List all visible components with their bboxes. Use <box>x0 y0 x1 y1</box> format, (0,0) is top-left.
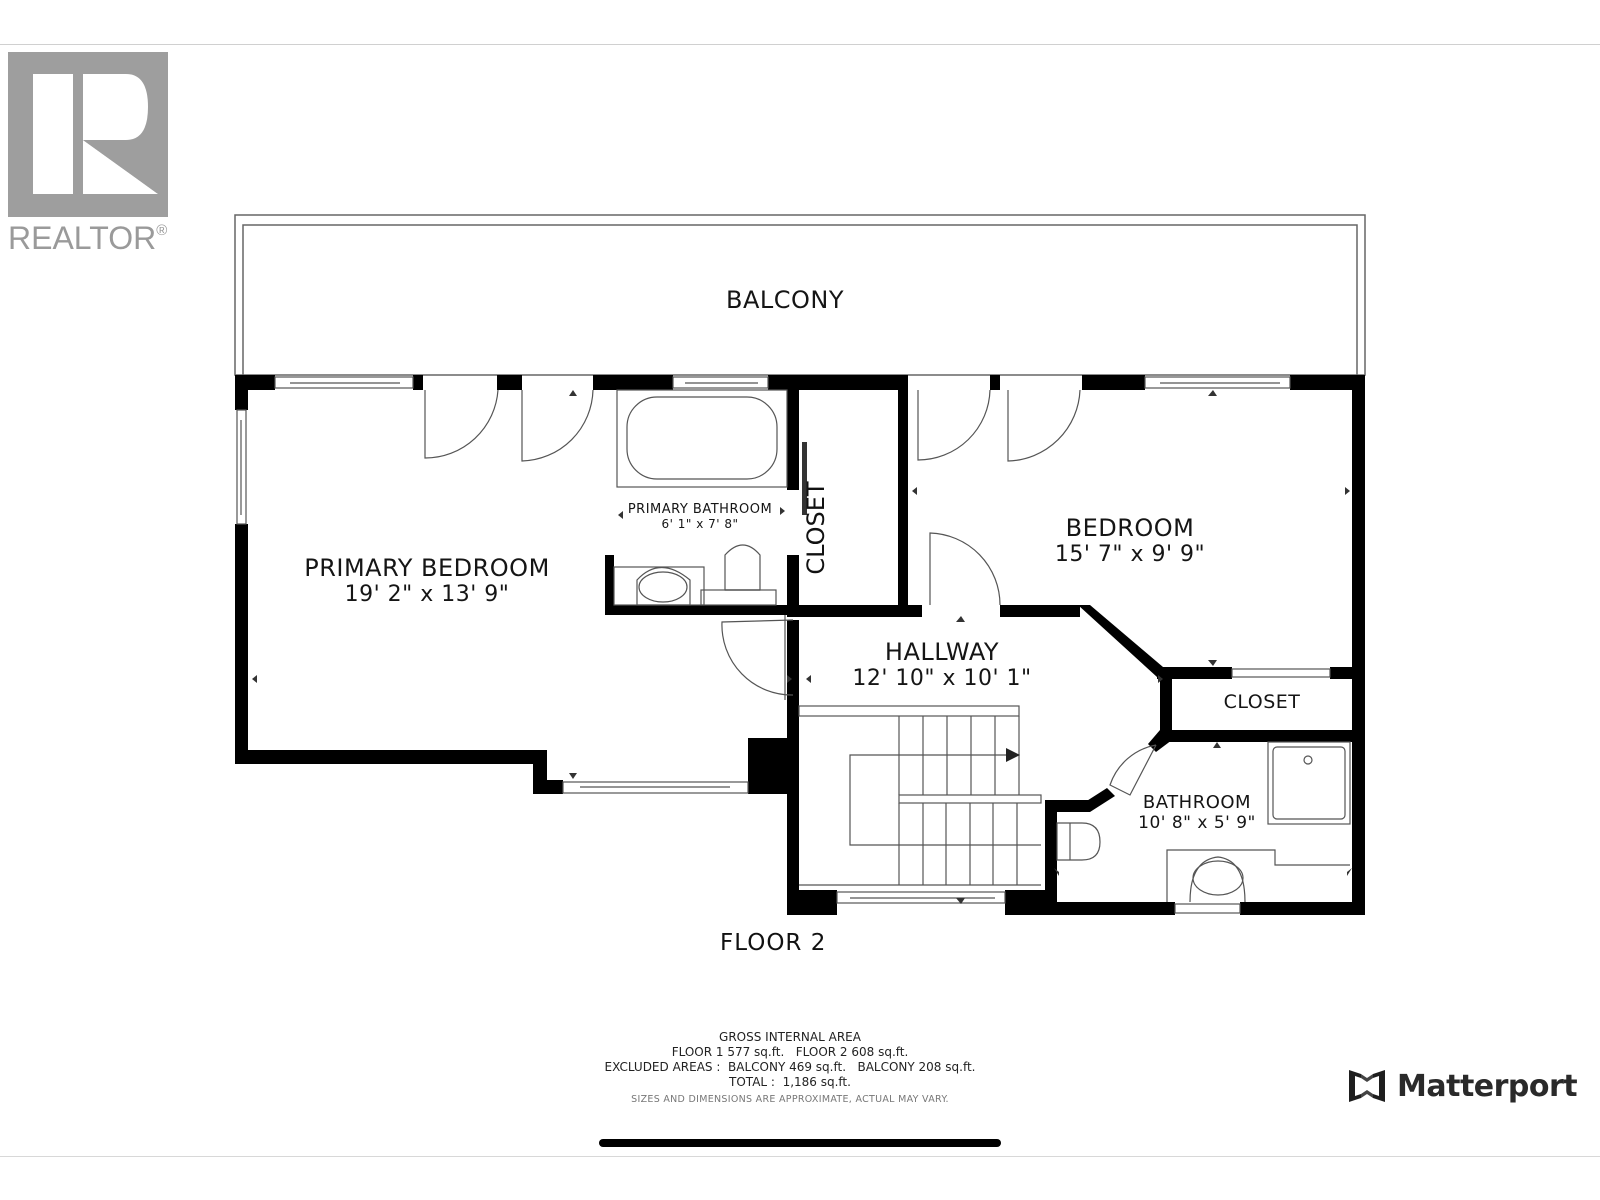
interior-walls <box>605 390 1355 910</box>
room-label-bedroom: BEDROOM 15' 7" x 9' 9" <box>1054 514 1206 567</box>
sliding-closet-door <box>802 442 807 515</box>
primary-bathroom-fixtures <box>613 389 788 606</box>
room-label-bathroom: BATHROOM 10' 8" x 5' 9" <box>1138 792 1256 833</box>
matterport-logo: Matterport <box>1347 1066 1578 1106</box>
area-disclaimer: SIZES AND DIMENSIONS ARE APPROXIMATE, AC… <box>631 1094 949 1105</box>
doors <box>424 389 1157 796</box>
staircase <box>798 705 1042 886</box>
matterport-icon <box>1349 1070 1385 1102</box>
area-total: TOTAL : 1,186 sq.ft. <box>729 1075 851 1089</box>
area-summary: GROSS INTERNAL AREA FLOOR 1 577 sq.ft. F… <box>580 1030 1000 1107</box>
exterior-walls <box>235 375 1365 915</box>
area-excluded: EXCLUDED AREAS : BALCONY 469 sq.ft. BALC… <box>604 1060 976 1074</box>
realtor-r-icon <box>8 52 168 217</box>
home-indicator-bar[interactable] <box>599 1139 1001 1147</box>
room-label-balcony: BALCONY <box>725 286 845 314</box>
realtor-wordmark: REALTOR® <box>8 220 168 256</box>
top-divider <box>0 44 1600 45</box>
matterport-wordmark: Matterport <box>1397 1068 1578 1104</box>
bottom-divider <box>0 1156 1600 1157</box>
room-label-closet-primary: CLOSET <box>802 481 830 575</box>
windows <box>236 376 1331 914</box>
room-label-hallway: HALLWAY 12' 10" x 10' 1" <box>852 638 1032 691</box>
area-heading: GROSS INTERNAL AREA <box>719 1030 861 1044</box>
room-label-primary-bedroom: PRIMARY BEDROOM 19' 2" x 13' 9" <box>304 554 550 607</box>
bathroom-fixtures <box>1056 741 1351 903</box>
room-label-primary-bathroom: PRIMARY BATHROOM 6' 1" x 7' 8" <box>627 502 773 531</box>
room-label-closet-hall: CLOSET <box>1223 691 1301 713</box>
realtor-logo: REALTOR® <box>8 52 184 256</box>
floor-label: FLOOR 2 <box>720 930 827 956</box>
dimension-markers <box>252 390 1352 904</box>
stair-direction-arrow <box>1006 748 1020 762</box>
area-floors: FLOOR 1 577 sq.ft. FLOOR 2 608 sq.ft. <box>671 1045 909 1059</box>
